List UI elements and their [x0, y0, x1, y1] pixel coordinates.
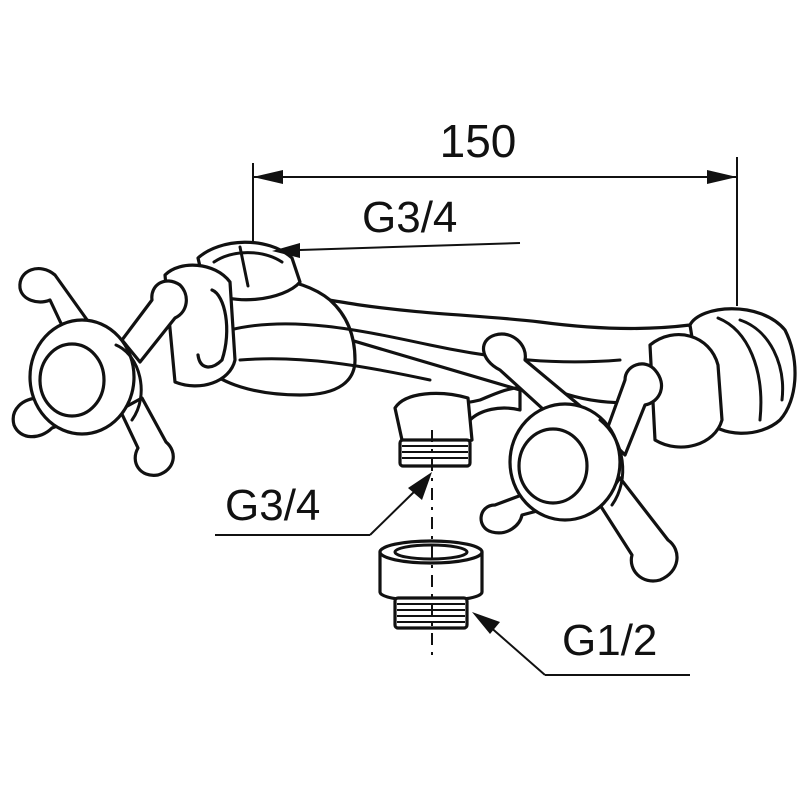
left-cross-handle [11, 267, 188, 477]
left-handle-arm-bottom [118, 396, 175, 477]
inlet-thread-callout: G3/4 [272, 193, 521, 258]
outlet-thread [398, 438, 472, 468]
width-dimension: 150 [252, 115, 738, 306]
right-union-nut [648, 307, 797, 449]
right-handle-arm-right [603, 362, 664, 457]
right-cross-handle [479, 332, 679, 583]
arrowhead-left [253, 170, 283, 184]
adapter-thread-callout: G1/2 [472, 612, 690, 676]
mixer-body [198, 276, 707, 468]
left-handle-arm-right [120, 279, 188, 364]
dimension-value: 150 [440, 115, 517, 167]
thread-adapter [378, 539, 484, 630]
right-handle-arm-bottom [598, 476, 679, 583]
inlet-thread-label: G3/4 [362, 193, 457, 242]
arrowhead-right [707, 170, 737, 184]
outlet-thread-callout: G3/4 [215, 472, 432, 536]
adapter-thread-label: G1/2 [562, 616, 657, 665]
right-handle-cap [517, 427, 589, 505]
left-handle-cap [38, 342, 106, 418]
right-handle-arm-top [482, 332, 587, 422]
outlet-thread-label: G3/4 [225, 481, 320, 530]
